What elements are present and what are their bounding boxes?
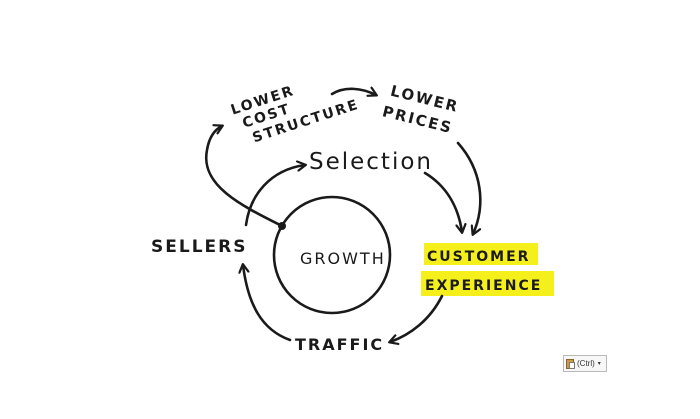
arrow-lower-prices-to-customer-experience: [456, 141, 482, 234]
customer-experience-line-1: CUSTOMER: [427, 249, 530, 265]
paste-options-label: (Ctrl): [577, 359, 595, 368]
arrow-lower-cost-to-lower-prices: [330, 89, 376, 95]
arrow-sellers-to-selection: [244, 165, 305, 227]
arrow-growth-to-lower-cost-structure: [204, 126, 284, 228]
arrow-traffic-to-sellers: [243, 265, 292, 342]
arrow-selection-to-customer-experience: [423, 171, 462, 232]
growth-circle: [272, 195, 392, 315]
chevron-down-icon: ▾: [597, 361, 601, 367]
customer-experience-line-2: EXPERIENCE: [425, 278, 542, 294]
arrow-customer-experience-to-traffic: [390, 294, 444, 342]
lower-prices-label: LOWER PRICES: [380, 82, 461, 138]
paste-options-button[interactable]: (Ctrl) ▾: [563, 355, 607, 372]
growth-connector-dot: [278, 222, 286, 230]
selection-label: Selection: [309, 149, 433, 175]
clipboard-icon: [566, 358, 575, 369]
traffic-label: TRAFFIC: [295, 335, 384, 354]
lower-cost-structure-label: LOWER COST STRUCTURE: [229, 83, 361, 146]
growth-label: GROWTH: [300, 249, 386, 268]
customer-experience-highlight-2: [421, 271, 554, 296]
customer-experience-highlight: [424, 243, 538, 265]
sellers-label: SELLERS: [151, 237, 247, 257]
